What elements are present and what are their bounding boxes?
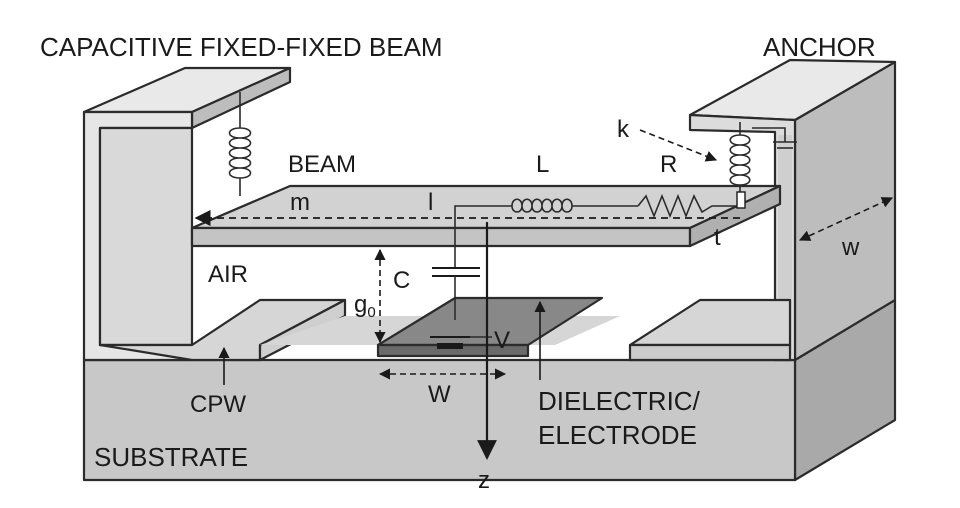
ground-symbol xyxy=(752,127,797,149)
dielectric-label-line2: ELECTRODE xyxy=(538,420,697,450)
cpw-right-strip xyxy=(628,298,792,347)
anchor-label: ANCHOR xyxy=(763,32,876,62)
beam-right-face xyxy=(688,184,782,248)
C-label: C xyxy=(393,267,410,294)
beam-circuit xyxy=(454,193,737,219)
t-label: t xyxy=(714,224,721,251)
substrate-front-face xyxy=(82,358,797,482)
air-label: AIR xyxy=(208,261,248,288)
dielectric-label-line1: DIELECTRIC/ xyxy=(538,386,701,416)
l-label: l xyxy=(428,189,433,216)
beam-top-face xyxy=(190,184,782,230)
L-label: L xyxy=(536,151,549,178)
w-width-arrow xyxy=(798,197,894,241)
W-label: W xyxy=(428,381,451,408)
diagram-title: CAPACITIVE FIXED-FIXED BEAM xyxy=(40,32,443,62)
g0-label: g0 xyxy=(354,291,376,321)
w-label: w xyxy=(841,234,860,261)
g0-subscript: 0 xyxy=(367,304,375,321)
k-label: k xyxy=(617,116,630,143)
m-label: m xyxy=(290,189,310,216)
k-arrow xyxy=(639,129,718,162)
substrate-label: SUBSTRATE xyxy=(94,442,248,472)
left-spring xyxy=(228,92,252,196)
right-spring xyxy=(729,122,751,209)
dielectric-electrode xyxy=(376,296,604,358)
z-label: z xyxy=(478,467,490,494)
beam-label: BEAM xyxy=(288,151,356,178)
capacitor xyxy=(432,212,480,320)
R-label: R xyxy=(660,151,677,178)
beam-front-face xyxy=(190,226,692,248)
g-label: g xyxy=(354,291,367,318)
cpw-label: CPW xyxy=(190,391,246,418)
left-support xyxy=(82,66,347,362)
V-label: V xyxy=(494,327,510,354)
